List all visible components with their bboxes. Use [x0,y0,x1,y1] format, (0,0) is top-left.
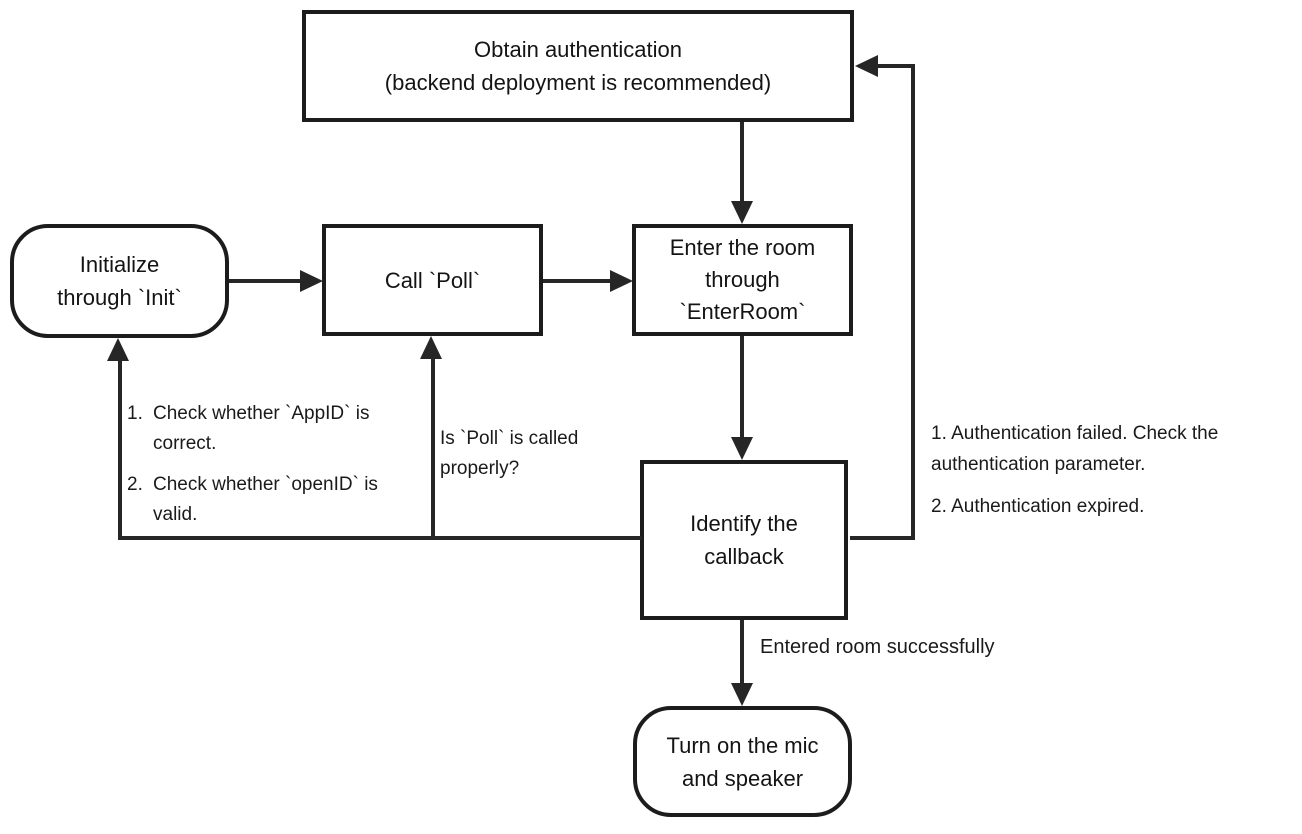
arrow-identify-to-mic-head-icon [731,683,753,706]
feedback-to-auth-head-icon [855,55,878,77]
node-call-poll: Call `Poll` [322,224,543,336]
note-poll-question: Is `Poll` is called properly? [440,428,579,480]
note-init-item: 2. Check whether `openID` is valid. [127,470,427,531]
feedback-to-init-head-icon [107,338,129,361]
arrow-identify-to-mic-line [740,620,744,684]
node-identify-callback: Identify the callback [640,460,848,620]
arrow-auth-to-enterroom-head-icon [731,201,753,224]
note-init-checks: 1. Check whether `AppID` is correct. 2. … [127,399,427,531]
note-auth-item: 1. Authentication failed. Check the auth… [931,423,1219,476]
feedback-to-poll-head-icon [420,336,442,359]
feedback-left-horizontal-line [118,536,642,540]
feedback-to-poll-line [431,358,435,540]
node-initialize-init: Initialize through `Init` [10,224,229,338]
arrow-init-to-poll-head-icon [300,270,323,292]
arrow-init-to-poll-line [229,279,302,283]
arrow-auth-to-enterroom-line [740,122,744,202]
note-init-item: 1. Check whether `AppID` is correct. [127,399,427,460]
feedback-right-horizontal-line [850,536,915,540]
feedback-to-init-line [118,360,122,540]
node-obtain-authentication: Obtain authentication (backend deploymen… [302,10,854,122]
note-auth-item: 2. Authentication expired. [931,495,1145,517]
node-enter-room: Enter the room through `EnterRoom` [632,224,853,336]
note-init-item-number: 2. [127,473,143,495]
feedback-right-vertical-line [911,64,915,540]
feedback-right-top-line [878,64,915,68]
note-auth-failure: 1. Authentication failed. Check the auth… [931,418,1263,522]
note-init-item-text: Check whether `openID` is valid. [153,473,378,526]
arrow-enterroom-to-identify-head-icon [731,437,753,460]
edge-label-entered-room: Entered room successfully [760,636,995,658]
note-init-item-text: Check whether `AppID` is correct. [153,403,370,455]
arrow-poll-to-enterroom-head-icon [610,270,633,292]
arrow-poll-to-enterroom-line [543,279,611,283]
note-init-item-number: 1. [127,403,143,424]
arrow-enterroom-to-identify-line [740,336,744,438]
node-mic-speaker: Turn on the mic and speaker [633,706,852,817]
